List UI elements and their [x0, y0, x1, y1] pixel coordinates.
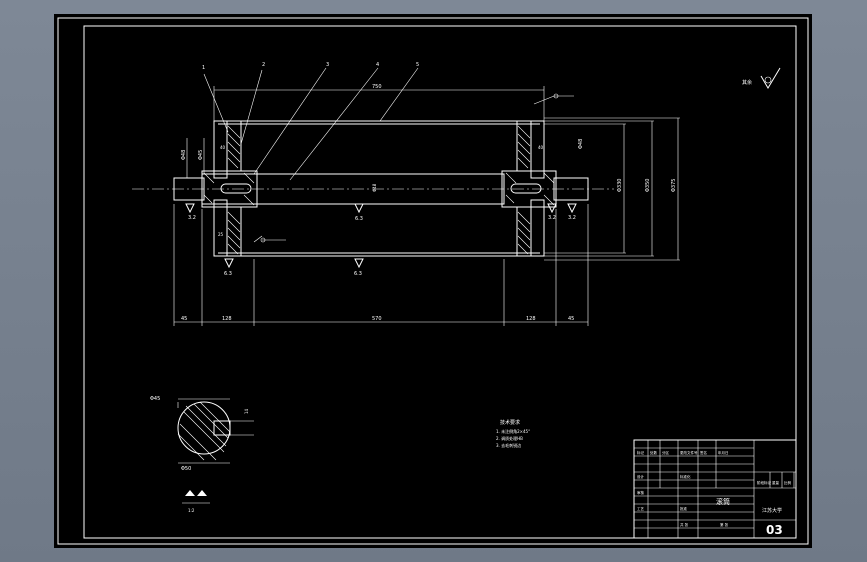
inner-frame	[83, 25, 797, 539]
svg-text:25: 25	[218, 232, 224, 237]
svg-text:设计: 设计	[637, 474, 645, 479]
svg-text:3.2: 3.2	[548, 215, 556, 221]
svg-text:45: 45	[181, 316, 187, 322]
svg-text:分区: 分区	[662, 450, 670, 455]
roughness-symbols: 3.2 6.3 6.3 6.3 3.2 3.2 其余	[185, 67, 781, 277]
title-block: 标记 处数 分区 更改文件号 签名 年月日 设计 标准化 审核 工艺 批准 阶段…	[633, 439, 797, 539]
dim-diameters-right: Φ330 Φ350 Φ375 Φ48 40	[538, 117, 680, 261]
svg-text:批准: 批准	[680, 506, 688, 511]
svg-text:Φ48: Φ48	[181, 150, 187, 160]
svg-text:其余: 其余	[742, 79, 752, 86]
outer-frame	[57, 17, 809, 545]
svg-text:Φ350: Φ350	[645, 179, 651, 192]
drawing-canvas: 1 2 3 4 5 750 45 128 570 128 45	[57, 17, 809, 545]
svg-text:阶段标记: 阶段标记	[757, 480, 771, 485]
dim-overall: 750	[213, 84, 545, 121]
svg-text:3.2: 3.2	[188, 215, 196, 221]
svg-text:40: 40	[538, 145, 544, 150]
svg-text:750: 750	[372, 84, 382, 90]
svg-text:128: 128	[526, 316, 536, 322]
svg-text:重量: 重量	[772, 480, 780, 485]
svg-text:Φ330: Φ330	[617, 179, 623, 192]
part-label-2: 2	[262, 62, 265, 68]
svg-text:40: 40	[220, 145, 226, 150]
svg-text:审核: 审核	[637, 490, 645, 495]
svg-text:45: 45	[568, 316, 574, 322]
part-label-5: 5	[416, 62, 419, 68]
technical-notes: 技术要求 1. 未注倒角2×45° 2. 调质处理HB 3. 去毛刺锐边	[496, 419, 530, 448]
svg-text:3.2: 3.2	[568, 215, 576, 221]
part-label-3: 3	[326, 62, 329, 68]
section-aa: Φ45 Φ50 14 1:2	[150, 396, 254, 513]
part-leaders: 1 2 3 4 5	[202, 62, 419, 181]
drawing-number: 03	[766, 523, 783, 537]
svg-text:处数: 处数	[650, 450, 658, 455]
svg-text:3. 去毛刺锐边: 3. 去毛刺锐边	[496, 442, 521, 448]
svg-text:年月日: 年月日	[718, 450, 729, 455]
svg-text:Φ45: Φ45	[150, 396, 160, 402]
svg-text:Φ48: Φ48	[372, 183, 377, 192]
drawing-sheet: 1 2 3 4 5 750 45 128 570 128 45	[54, 14, 812, 548]
svg-text:第 张: 第 张	[720, 522, 729, 527]
svg-text:标准化: 标准化	[680, 474, 691, 479]
dim-diameters-left: Φ48 Φ45 40 Φ48 25	[181, 138, 377, 237]
svg-text:Φ375: Φ375	[671, 179, 677, 192]
svg-text:128: 128	[222, 316, 232, 322]
organization: 江苏大学	[762, 507, 782, 514]
svg-text:Φ50: Φ50	[181, 466, 191, 472]
svg-text:技术要求: 技术要求	[500, 419, 520, 426]
svg-text:6.3: 6.3	[224, 271, 232, 277]
svg-text:签名: 签名	[700, 450, 707, 455]
svg-text:共 张: 共 张	[680, 522, 689, 527]
dim-bottom-chain: 45 128 570 128 45	[173, 204, 589, 326]
svg-text:Φ48: Φ48	[578, 139, 584, 149]
svg-text:6.3: 6.3	[355, 216, 363, 222]
svg-text:570: 570	[372, 316, 382, 322]
part-name: 滚筒	[716, 497, 730, 506]
svg-text:2. 调质处理HB: 2. 调质处理HB	[496, 435, 523, 441]
svg-text:标记: 标记	[637, 450, 645, 455]
svg-text:14: 14	[244, 408, 249, 414]
svg-text:6.3: 6.3	[354, 271, 362, 277]
svg-text:1:2: 1:2	[188, 508, 195, 513]
svg-text:工艺: 工艺	[637, 506, 645, 511]
svg-text:比例: 比例	[784, 480, 792, 485]
part-label-1: 1	[202, 65, 205, 71]
part-label-4: 4	[376, 62, 379, 68]
svg-text:更改文件号: 更改文件号	[680, 450, 698, 455]
svg-text:1. 未注倒角2×45°: 1. 未注倒角2×45°	[496, 428, 530, 434]
drum-main-view	[132, 120, 614, 257]
svg-text:Φ45: Φ45	[198, 150, 204, 160]
